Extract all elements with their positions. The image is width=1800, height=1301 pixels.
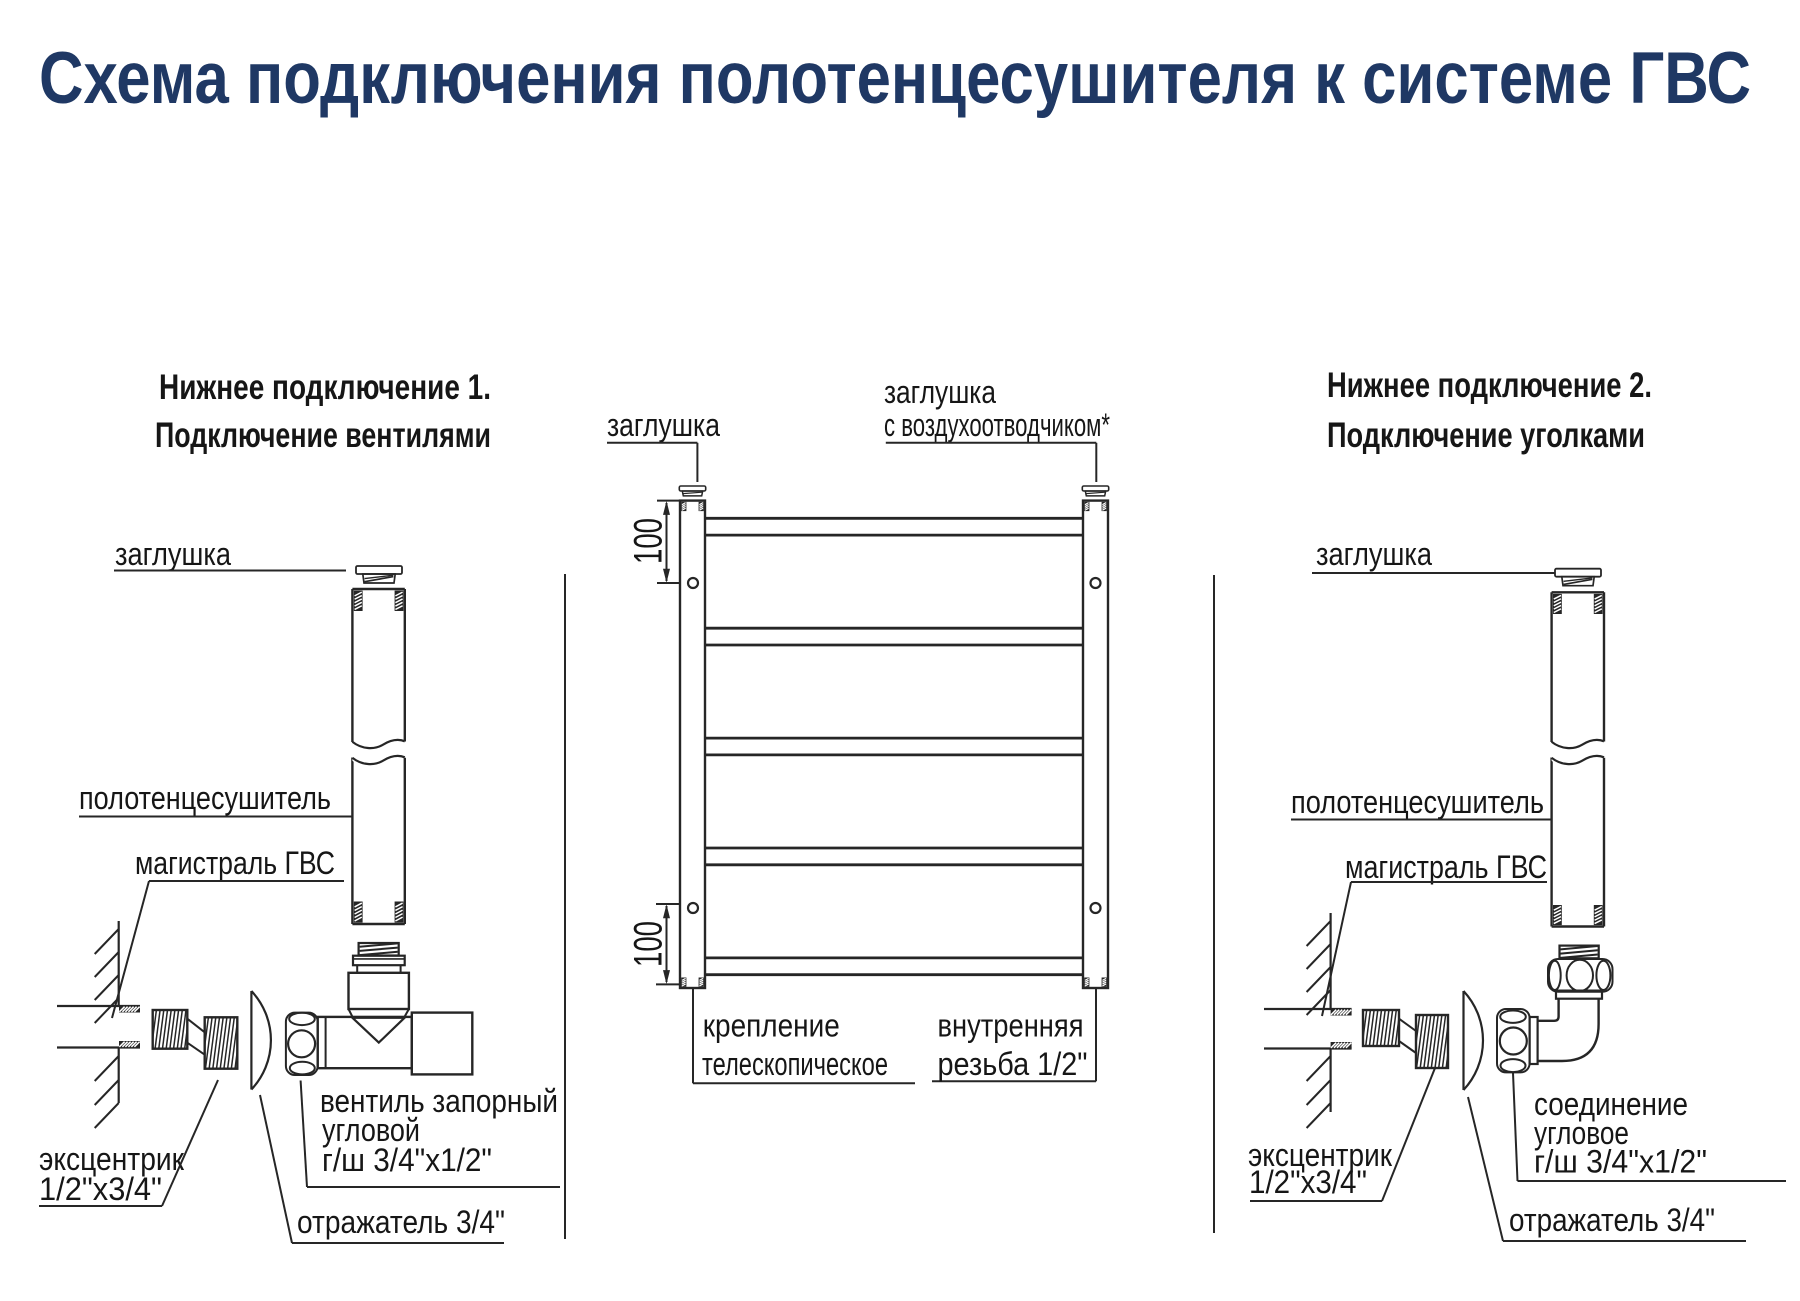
svg-text:г/ш 3/4"х1/2": г/ш 3/4"х1/2"	[1534, 1144, 1707, 1180]
svg-text:полотенцесушитель: полотенцесушитель	[1291, 784, 1544, 820]
svg-text:1/2"х3/4": 1/2"х3/4"	[39, 1171, 162, 1207]
svg-text:с воздухоотводчиком*: с воздухоотводчиком*	[884, 407, 1110, 443]
svg-text:эксцентрик: эксцентрик	[1248, 1137, 1393, 1173]
svg-text:резьба 1/2": резьба 1/2"	[938, 1046, 1088, 1082]
svg-text:угловое: угловое	[1534, 1115, 1629, 1151]
svg-text:заглушка: заглушка	[607, 407, 720, 443]
svg-text:Нижнее подключение 1.: Нижнее подключение 1.	[159, 368, 491, 407]
svg-text:внутренняя: внутренняя	[938, 1008, 1084, 1044]
svg-text:Схема подключения полотенцесуш: Схема подключения полотенцесушителя к си…	[39, 38, 1751, 119]
svg-text:полотенцесушитель: полотенцесушитель	[79, 780, 331, 816]
svg-text:крепление: крепление	[703, 1008, 840, 1044]
svg-text:телескопическое: телескопическое	[702, 1046, 888, 1082]
svg-text:100: 100	[627, 921, 671, 967]
svg-text:магистраль ГВС: магистраль ГВС	[1345, 849, 1547, 885]
svg-text:магистраль ГВС: магистраль ГВС	[135, 845, 335, 881]
svg-text:заглушка: заглушка	[884, 374, 996, 410]
svg-text:соединение: соединение	[1534, 1086, 1688, 1122]
svg-text:Нижнее подключение 2.: Нижнее подключение 2.	[1327, 366, 1652, 405]
svg-text:заглушка: заглушка	[1316, 536, 1432, 572]
svg-text:отражатель 3/4": отражатель 3/4"	[297, 1204, 505, 1240]
svg-text:заглушка: заглушка	[115, 536, 231, 572]
svg-text:100: 100	[627, 518, 671, 564]
svg-text:г/ш 3/4"х1/2": г/ш 3/4"х1/2"	[322, 1142, 492, 1178]
svg-text:Подключение уголками: Подключение уголками	[1327, 416, 1645, 455]
svg-text:Подключение вентилями: Подключение вентилями	[155, 416, 491, 455]
svg-text:эксцентрик: эксцентрик	[39, 1141, 185, 1177]
svg-text:1/2"х3/4": 1/2"х3/4"	[1249, 1164, 1367, 1200]
svg-text:вентиль запорный: вентиль запорный	[320, 1083, 558, 1119]
svg-text:отражатель 3/4": отражатель 3/4"	[1509, 1202, 1715, 1238]
svg-text:угловой: угловой	[322, 1112, 420, 1148]
